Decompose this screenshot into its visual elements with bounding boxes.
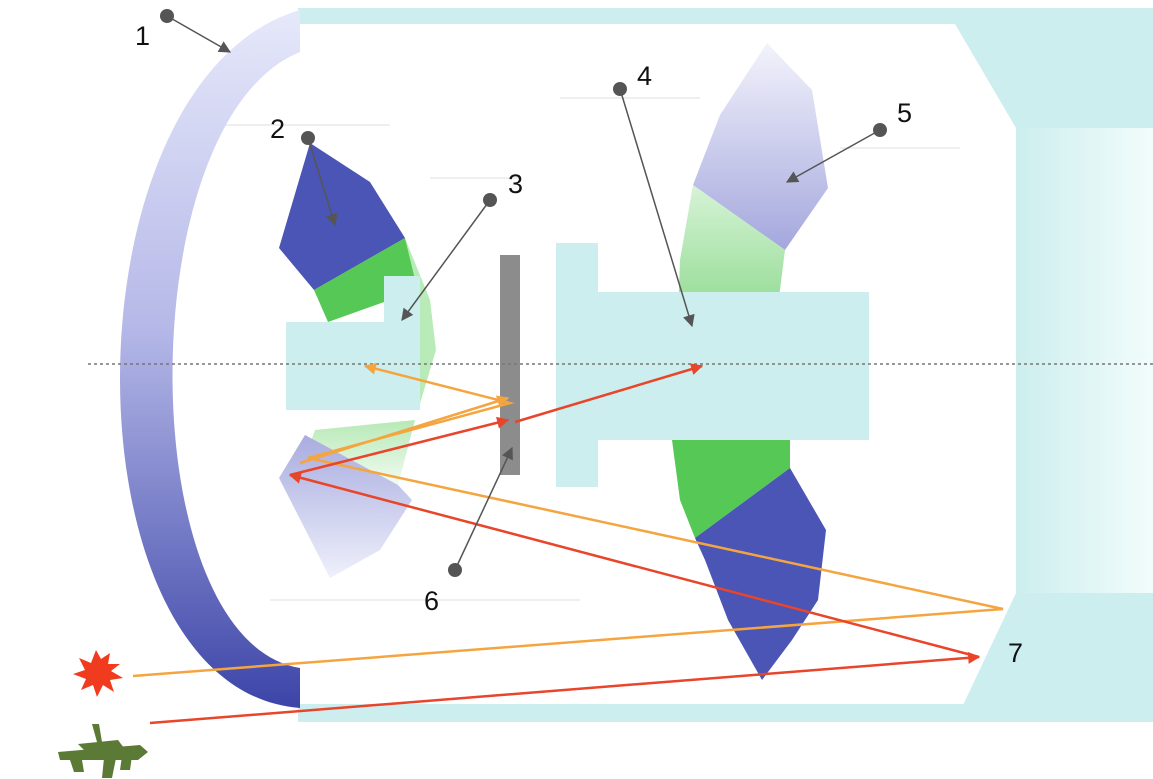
sensor-housing-body xyxy=(286,322,420,410)
corrector-upper-light xyxy=(693,43,828,250)
callout-labels: 1 2 3 4 5 6 7 xyxy=(135,21,1023,668)
secondary-lower-lens xyxy=(279,435,412,578)
secondary-mirror-group xyxy=(279,143,436,578)
label-3: 3 xyxy=(508,169,523,199)
corrector-lower-blue xyxy=(695,468,826,680)
label-1: 1 xyxy=(135,21,150,51)
sensor-housing-step xyxy=(384,276,420,324)
leader-4 xyxy=(619,88,695,328)
red-ray-to-detector xyxy=(514,363,704,424)
label-4: 4 xyxy=(637,61,652,91)
housing-bottom-right-block xyxy=(955,593,1153,722)
ray-traces xyxy=(132,362,1004,725)
sensor-housing xyxy=(286,276,420,410)
pointer-dots xyxy=(160,9,887,577)
label-6: 6 xyxy=(424,586,439,616)
leader-5 xyxy=(785,129,881,183)
dot-6 xyxy=(448,563,462,577)
secondary-upper-blue xyxy=(279,143,405,290)
orange-ray-segment xyxy=(299,395,510,465)
housing-bottom-wall xyxy=(298,704,1028,722)
red-ray-incoming xyxy=(149,651,981,725)
red-ray-reflected xyxy=(288,471,980,659)
dot-5 xyxy=(873,123,887,137)
housing xyxy=(298,8,1153,722)
housing-top-right-block xyxy=(955,24,1153,128)
housing-window xyxy=(1016,128,1153,593)
starburst-icon xyxy=(73,650,123,697)
dot-2 xyxy=(301,131,315,145)
pointer-leaders xyxy=(166,15,881,571)
red-ray-to-plate xyxy=(289,416,510,477)
dot-3 xyxy=(483,193,497,207)
primary-mirror xyxy=(120,10,300,708)
orange-ray-path xyxy=(132,362,1004,678)
background-hairlines xyxy=(220,97,960,601)
secondary-upper-green-edge xyxy=(405,238,436,410)
housing-top-wall xyxy=(298,8,1153,24)
leader-3 xyxy=(401,199,491,321)
label-2: 2 xyxy=(270,114,285,144)
label-5: 5 xyxy=(897,98,912,128)
corrector-lower-green xyxy=(672,440,790,538)
label-7: 7 xyxy=(1008,638,1023,668)
secondary-upper-green xyxy=(314,238,418,322)
aircraft-icon xyxy=(58,724,148,778)
detector-block xyxy=(556,243,869,487)
leader-6 xyxy=(454,446,513,571)
leader-2 xyxy=(307,137,338,227)
leader-1 xyxy=(166,15,232,53)
dot-4 xyxy=(613,82,627,96)
baffle-plate xyxy=(500,255,520,475)
dot-1 xyxy=(160,9,174,23)
